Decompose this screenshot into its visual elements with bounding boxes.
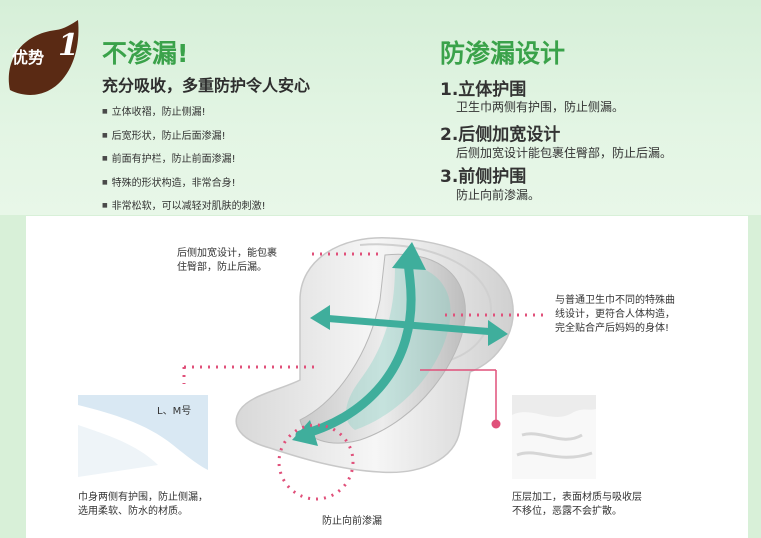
absorbent-core [299, 253, 466, 444]
badge-number: 1 [58, 28, 79, 63]
badge-leaf-icon [8, 20, 79, 95]
flow-arrow [295, 257, 416, 440]
feature-desc: 卫生巾两侧有护围，防止侧漏。 [456, 100, 625, 114]
left-title: 不渗漏! [102, 39, 189, 68]
list-item: 立体收褶，防止侧漏! [102, 102, 266, 126]
list-item: 特殊的形状构造，非常合身! [102, 173, 266, 197]
arrow-head-icon [310, 305, 330, 330]
feature-title: 3.前侧护围 [440, 167, 527, 187]
feature-title: 1.立体护围 [440, 80, 527, 100]
layer-thumbnail [512, 395, 596, 479]
note-layer: 压层加工，表面材质与吸收层 不移位，恶露不会扩散。 [512, 492, 642, 517]
feature-title: 2.后侧加宽设计 [440, 125, 561, 145]
feature-desc: 防止向前渗漏。 [456, 188, 541, 202]
list-item: 非常松软，可以减轻对肌肤的刺激! [102, 196, 266, 220]
feature-desc: 后侧加宽设计能包裹住臀部，防止后漏。 [456, 146, 673, 160]
list-item: 前面有护栏，防止前面渗漏! [102, 149, 266, 173]
benefit-list: 立体收褶，防止侧漏! 后宽形状，防止后面渗漏! 前面有护栏，防止前面渗漏! 特殊… [102, 102, 266, 220]
arrow-head-icon [488, 320, 508, 346]
material-thumbnail [78, 395, 208, 477]
width-arrow [321, 314, 496, 336]
note-back: 后侧加宽设计，能包裹 住臀部，防止后漏。 [177, 248, 277, 273]
size-label: L、M号 [157, 406, 192, 417]
front-highlight-circle [277, 423, 355, 501]
arrow-head-icon [392, 242, 426, 270]
note-front: 防止向前渗漏 [322, 516, 382, 527]
left-subtitle: 充分吸收，多重防护令人安心 [102, 76, 311, 95]
note-shape: 与普通卫生巾不同的特殊曲 线设计，更符合人体构造， 完全贴合产后妈妈的身体! [555, 295, 675, 334]
list-item: 后宽形状，防止后面渗漏! [102, 126, 266, 150]
badge-label: 优势 [12, 48, 45, 67]
leader-dot-icon [491, 419, 501, 429]
note-sides: 巾身两侧有护围，防止侧漏， 选用柔软、防水的材质。 [78, 492, 208, 517]
right-title: 防渗漏设计 [440, 39, 566, 68]
